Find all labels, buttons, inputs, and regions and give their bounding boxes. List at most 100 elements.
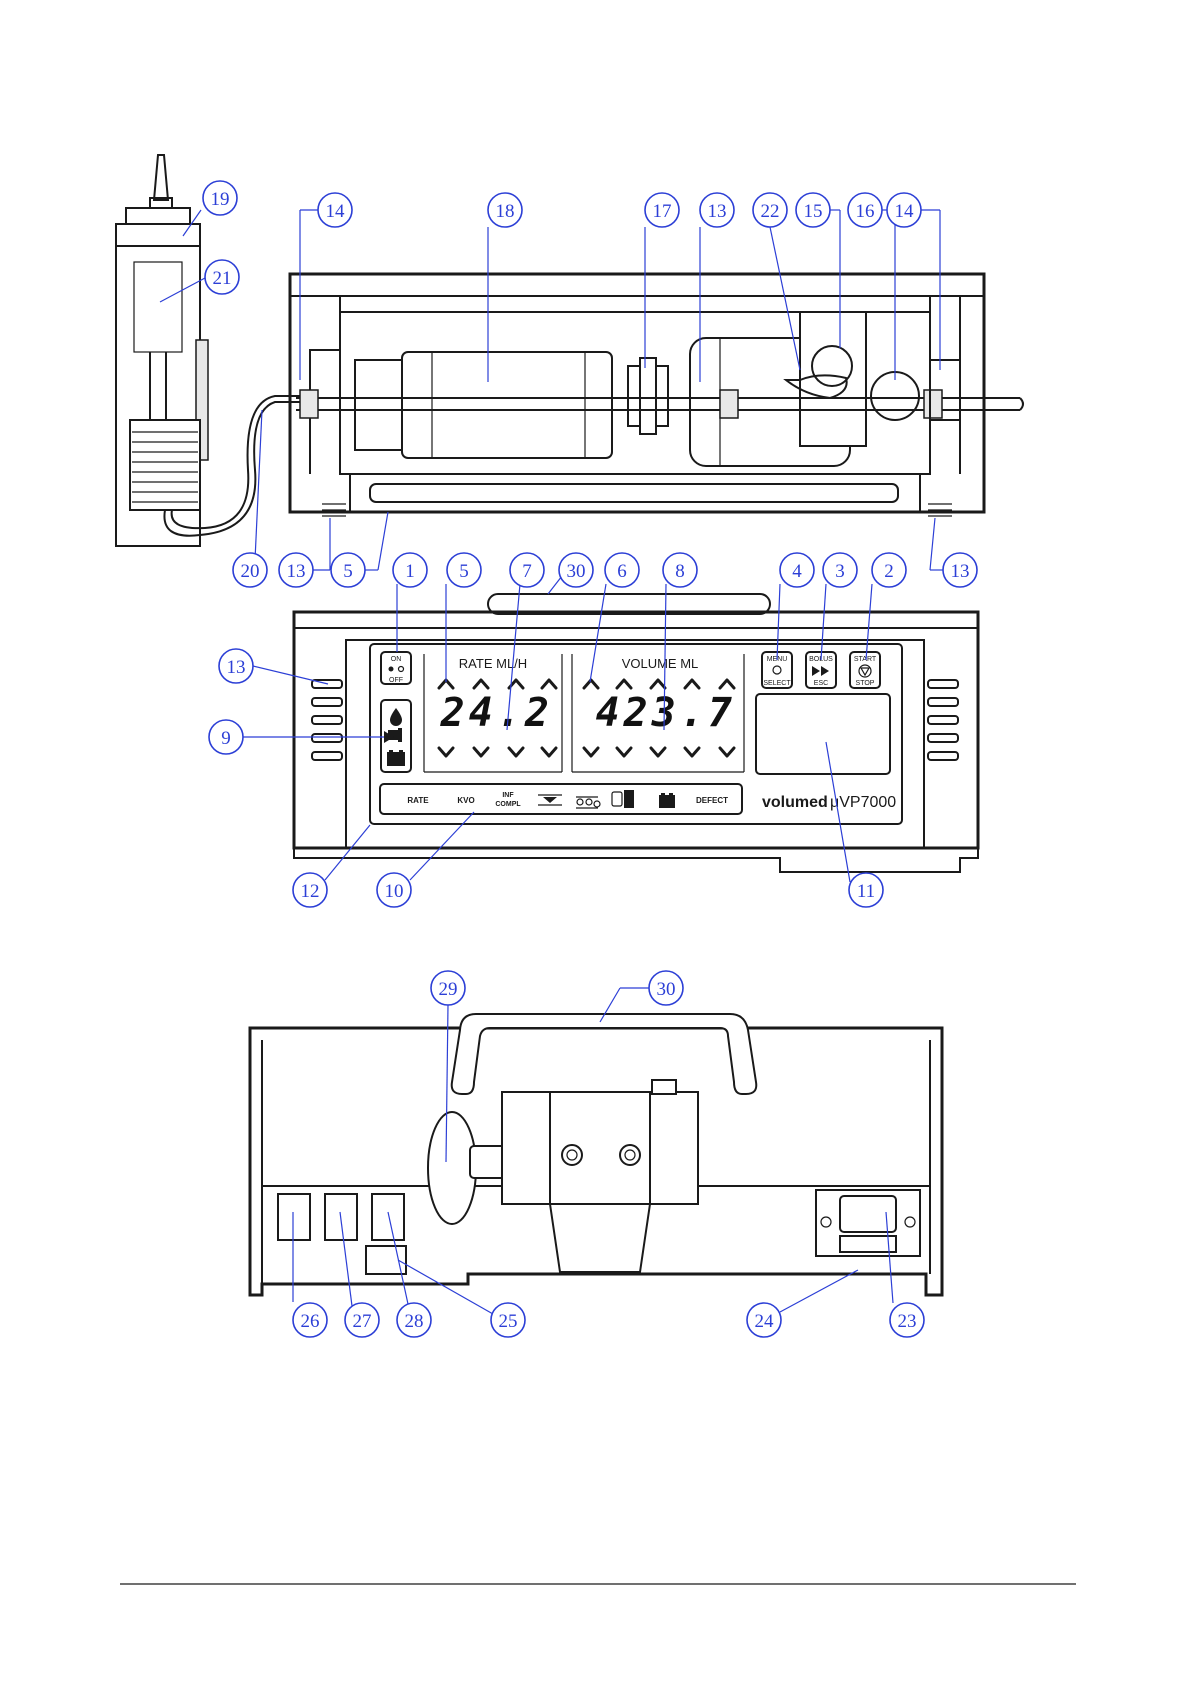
callout-8: 8 bbox=[663, 553, 697, 587]
callout-10: 10 bbox=[377, 873, 411, 907]
callout-7: 7 bbox=[510, 553, 544, 587]
callout-6: 6 bbox=[605, 553, 639, 587]
status-rate: RATE bbox=[407, 796, 429, 805]
svg-text:14: 14 bbox=[895, 201, 915, 222]
svg-text:21: 21 bbox=[213, 268, 232, 289]
callout-19: 19 bbox=[203, 181, 237, 215]
battery-icon bbox=[387, 750, 405, 766]
callout-17: 17 bbox=[645, 193, 679, 227]
svg-text:8: 8 bbox=[675, 561, 685, 582]
callout-25: 25 bbox=[491, 1303, 525, 1337]
rate-value: 24.2 bbox=[440, 690, 553, 736]
side-grille-left bbox=[312, 680, 342, 760]
callout-21: 21 bbox=[205, 260, 239, 294]
svg-text:ESC: ESC bbox=[814, 680, 828, 687]
pole-clamp-knob[interactable] bbox=[428, 1112, 476, 1224]
svg-text:15: 15 bbox=[804, 201, 823, 222]
battery-low-icon bbox=[659, 793, 675, 808]
callout-3: 3 bbox=[823, 553, 857, 587]
callout-2: 2 bbox=[872, 553, 906, 587]
callout-30-rear: 30 bbox=[649, 971, 683, 1005]
svg-text:12: 12 bbox=[301, 881, 320, 902]
svg-text:11: 11 bbox=[857, 881, 875, 902]
svg-text:22: 22 bbox=[761, 201, 780, 222]
tube-door-icon bbox=[576, 797, 600, 808]
svg-text:30: 30 bbox=[567, 561, 586, 582]
model-name: μVP7000 bbox=[830, 794, 896, 811]
svg-text:9: 9 bbox=[221, 728, 231, 749]
callout-13-top: 13 bbox=[700, 193, 734, 227]
rate-up-arrows[interactable] bbox=[439, 680, 556, 688]
carry-handle[interactable] bbox=[452, 1014, 757, 1094]
svg-text:5: 5 bbox=[459, 561, 469, 582]
svg-text:START: START bbox=[854, 656, 877, 663]
svg-text:16: 16 bbox=[856, 201, 875, 222]
volume-display: VOLUME ML 423.7 bbox=[572, 654, 744, 772]
callout-18: 18 bbox=[488, 193, 522, 227]
rate-display: RATE ML/H 24.2 bbox=[424, 654, 562, 772]
svg-text:23: 23 bbox=[898, 1311, 917, 1332]
callout-15: 15 bbox=[796, 193, 830, 227]
callout-20: 20 bbox=[233, 553, 267, 587]
svg-text:30: 30 bbox=[657, 979, 676, 1000]
mains-inlet[interactable] bbox=[816, 1190, 920, 1256]
callout-22: 22 bbox=[753, 193, 787, 227]
svg-text:10: 10 bbox=[385, 881, 404, 902]
callout-11: 11 bbox=[849, 873, 883, 907]
callout-14-right: 14 bbox=[887, 193, 921, 227]
drip-sensor-assembly bbox=[116, 155, 300, 546]
svg-text:13: 13 bbox=[708, 201, 727, 222]
interface-port-28[interactable] bbox=[372, 1194, 404, 1240]
callout-27: 27 bbox=[345, 1303, 379, 1337]
svg-text:13: 13 bbox=[951, 561, 970, 582]
svg-text:13: 13 bbox=[227, 657, 246, 678]
callout-13-front: 13 bbox=[219, 649, 253, 683]
svg-text:1: 1 bbox=[405, 561, 415, 582]
status-indicator-row: RATE KVO INF COMPL DEFECT bbox=[380, 784, 742, 814]
drip-sensor-icon bbox=[612, 790, 634, 808]
on-off-button[interactable]: ON OFF bbox=[381, 652, 411, 684]
svg-text:25: 25 bbox=[499, 1311, 518, 1332]
start-stop-button[interactable]: START STOP bbox=[850, 652, 880, 688]
callout-12: 12 bbox=[293, 873, 327, 907]
callout-4: 4 bbox=[780, 553, 814, 587]
svg-text:STOP: STOP bbox=[856, 680, 875, 687]
callout-30-front: 30 bbox=[559, 553, 593, 587]
callout-28: 28 bbox=[397, 1303, 431, 1337]
callout-5-top: 5 bbox=[331, 553, 365, 587]
svg-text:19: 19 bbox=[211, 189, 230, 210]
svg-text:7: 7 bbox=[522, 561, 532, 582]
svg-text:4: 4 bbox=[792, 561, 802, 582]
brand-name: volumed bbox=[762, 794, 828, 811]
side-grille-right bbox=[928, 680, 958, 760]
volume-value: 423.7 bbox=[596, 690, 736, 736]
svg-text:3: 3 bbox=[835, 561, 845, 582]
svg-text:SELECT: SELECT bbox=[763, 680, 791, 687]
svg-text:OFF: OFF bbox=[389, 677, 403, 684]
svg-text:5: 5 bbox=[343, 561, 353, 582]
volume-down-arrows[interactable] bbox=[584, 748, 734, 756]
rate-header: RATE ML/H bbox=[459, 656, 527, 671]
rate-down-arrows[interactable] bbox=[439, 748, 556, 756]
pump-housing-open bbox=[290, 274, 1023, 516]
callout-26: 26 bbox=[293, 1303, 327, 1337]
callout-1: 1 bbox=[393, 553, 427, 587]
svg-text:20: 20 bbox=[241, 561, 260, 582]
svg-text:17: 17 bbox=[653, 201, 672, 222]
svg-text:14: 14 bbox=[326, 201, 346, 222]
callout-23: 23 bbox=[890, 1303, 924, 1337]
pole-clamp-body bbox=[502, 1092, 698, 1204]
svg-text:ON: ON bbox=[391, 656, 402, 663]
interface-port-26[interactable] bbox=[278, 1194, 310, 1240]
volume-up-arrows[interactable] bbox=[584, 680, 734, 688]
svg-text:29: 29 bbox=[439, 979, 458, 1000]
callout-13-bottom-left: 13 bbox=[279, 553, 313, 587]
label-field bbox=[756, 694, 890, 774]
volume-header: VOLUME ML bbox=[622, 656, 699, 671]
svg-text:26: 26 bbox=[301, 1311, 320, 1332]
callout-13-bottom-right: 13 bbox=[943, 553, 977, 587]
svg-text:27: 27 bbox=[353, 1311, 372, 1332]
callout-29: 29 bbox=[431, 971, 465, 1005]
callout-9: 9 bbox=[209, 720, 243, 754]
